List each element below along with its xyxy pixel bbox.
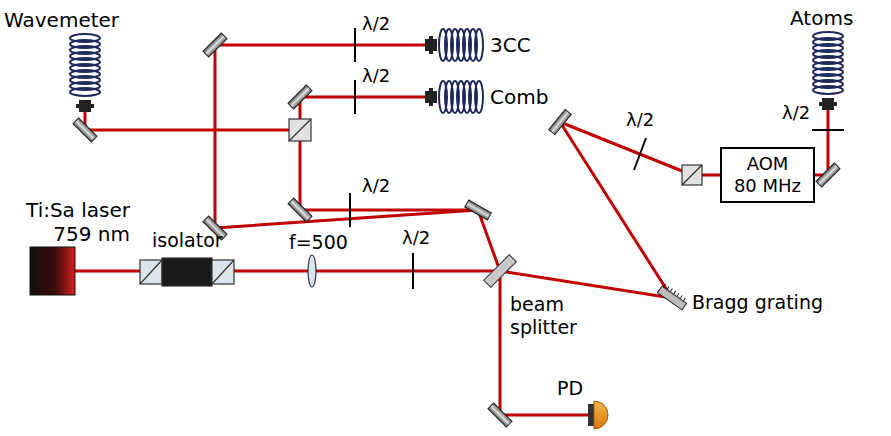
half-wave-plates bbox=[350, 28, 844, 289]
fiber-label: Atoms bbox=[790, 6, 853, 30]
coil-winding bbox=[475, 29, 483, 61]
photodiode bbox=[588, 401, 608, 429]
laser-beams bbox=[75, 45, 828, 415]
optical-isolator bbox=[140, 258, 234, 286]
lens bbox=[308, 255, 316, 287]
waveplate-label: λ/2 bbox=[402, 227, 430, 249]
coil-winding bbox=[475, 81, 483, 113]
box-text: AOM 80 MHz bbox=[734, 153, 802, 197]
grating-groove bbox=[673, 291, 675, 294]
grating-groove bbox=[667, 286, 669, 289]
waveplate-label: λ/2 bbox=[782, 102, 810, 124]
waveplate-label: λ/2 bbox=[362, 175, 390, 197]
instrument-label: Wavemeter bbox=[4, 8, 119, 32]
fiber-label: 3CC bbox=[490, 33, 531, 57]
mirrors bbox=[73, 33, 840, 427]
grating-groove bbox=[683, 298, 685, 301]
component-label: beam splitter bbox=[510, 293, 577, 339]
component-label: Bragg grating bbox=[692, 291, 823, 314]
detector-label: PD bbox=[557, 377, 583, 400]
grating-groove bbox=[680, 295, 682, 298]
grating-groove bbox=[664, 284, 666, 287]
modulator-box: AOM 80 MHz bbox=[720, 147, 815, 203]
fiber-label: Comb bbox=[490, 85, 548, 109]
grating-groove bbox=[670, 289, 672, 292]
coil-winding bbox=[70, 34, 100, 42]
fiber-coils bbox=[70, 29, 843, 113]
coil-winding bbox=[813, 32, 843, 40]
waveplate-label: λ/2 bbox=[362, 65, 390, 87]
lens-label: f=500 bbox=[289, 231, 348, 254]
waveplate-label: λ/2 bbox=[626, 109, 654, 131]
laser-head bbox=[30, 247, 75, 295]
bragg-grating bbox=[657, 283, 688, 310]
component-label: isolator bbox=[152, 229, 223, 252]
waveplate-label: λ/2 bbox=[362, 13, 390, 35]
grating-groove bbox=[677, 293, 679, 296]
laser-label: Ti:Sa laser 759 nm bbox=[26, 198, 130, 246]
beam-splitter-plate bbox=[484, 255, 517, 288]
